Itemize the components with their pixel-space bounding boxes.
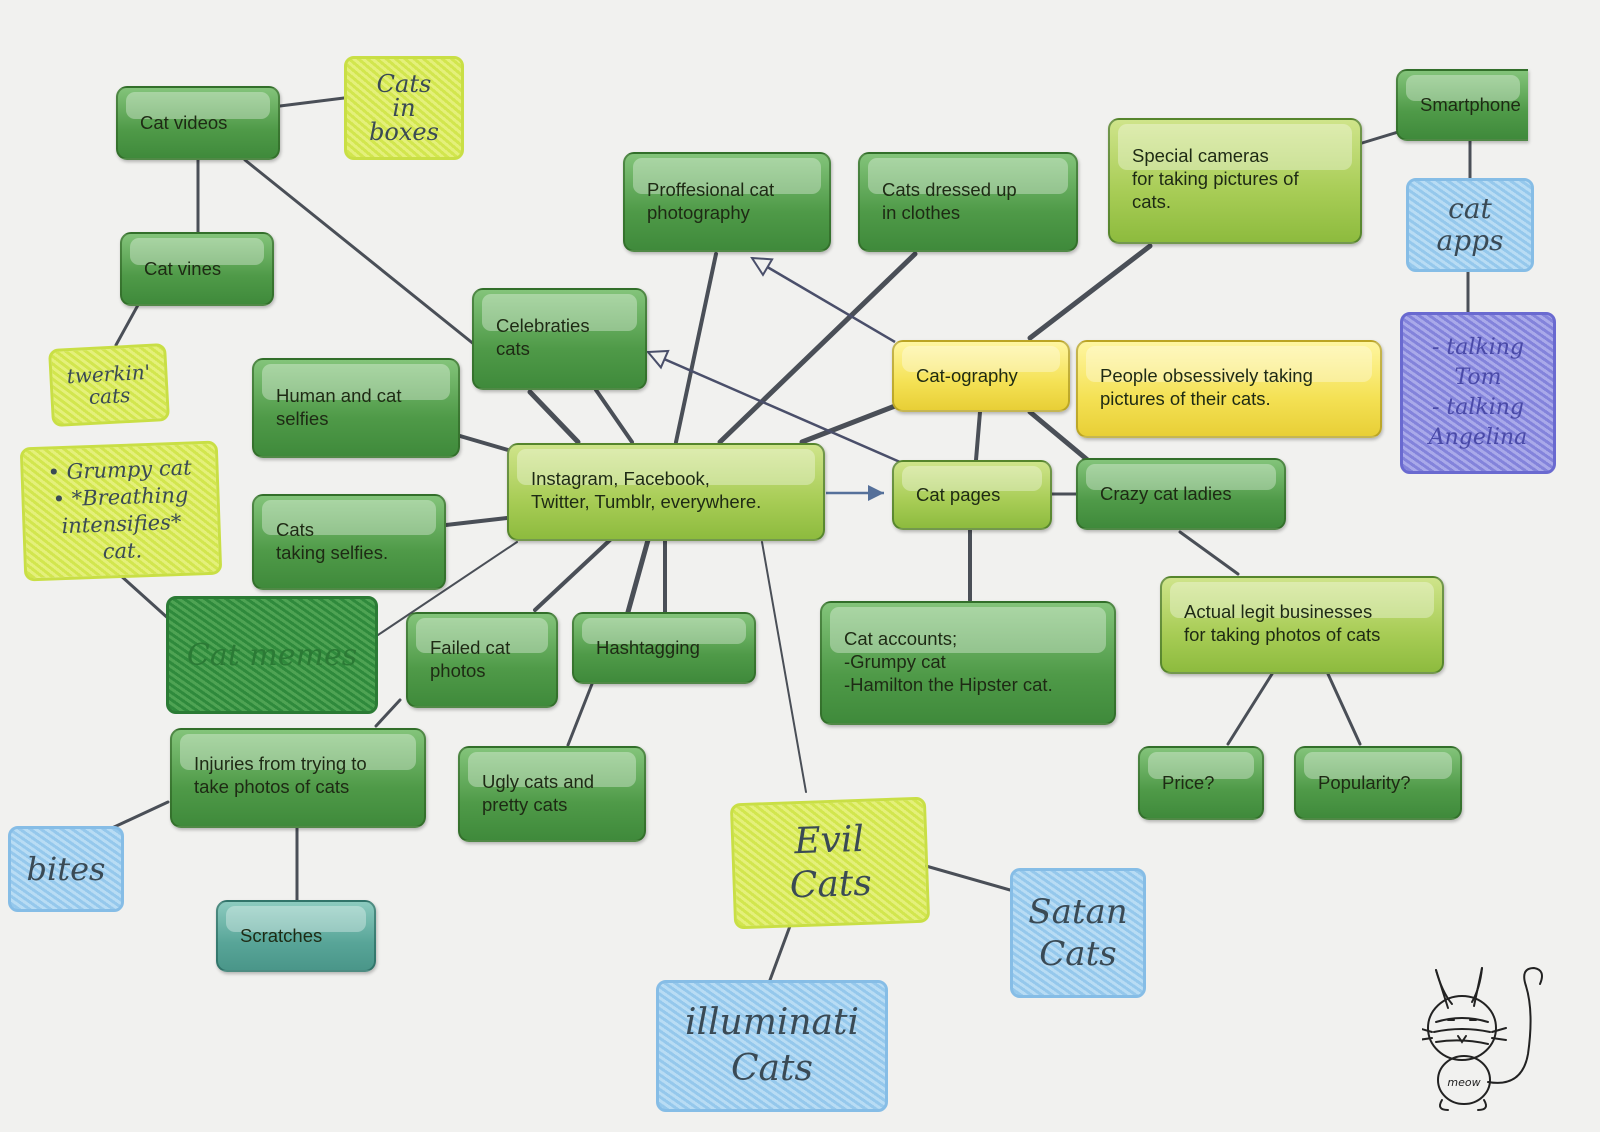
edge-grumpy-memes bbox=[118, 573, 172, 622]
node-social-platforms: Instagram, Facebook, Twitter, Tumblr, ev… bbox=[507, 443, 825, 541]
note-talking-tom-angelina: - talking Tom - talking Angelina bbox=[1400, 312, 1556, 474]
edge-memes-injuries bbox=[374, 698, 402, 728]
note-satan-cats: Satan Cats bbox=[1010, 868, 1146, 998]
node-cat-accounts: Cat accounts; -Grumpy cat -Hamilton the … bbox=[820, 601, 1116, 725]
note-bites-text: bites bbox=[26, 850, 106, 888]
node-cat-pages-label: Cat pages bbox=[916, 484, 1001, 505]
note-evil-cats-text: Evil Cats bbox=[789, 818, 873, 907]
note-illuminati-cats: illuminati Cats bbox=[656, 980, 888, 1112]
node-hashtagging-label: Hashtagging bbox=[596, 637, 700, 658]
edge-biz-price bbox=[1226, 672, 1274, 746]
node-price: Price? bbox=[1138, 746, 1264, 820]
edge-videos-boxes bbox=[278, 96, 346, 108]
note-bites: bites bbox=[8, 826, 124, 912]
note-twerkin-cats: twerkin' cats bbox=[48, 342, 170, 428]
node-human-cat-selfies-label: Human and cat selfies bbox=[276, 385, 402, 429]
edge-hub-dressed bbox=[717, 251, 918, 445]
edge-ladies-biz bbox=[1178, 530, 1240, 576]
node-popularity: Popularity? bbox=[1294, 746, 1462, 820]
node-cat-accounts-label: Cat accounts; -Grumpy cat -Hamilton the … bbox=[844, 628, 1053, 695]
node-legit-businesses-label: Actual legit businesses for taking photo… bbox=[1184, 601, 1381, 645]
edge-evil-illuminati bbox=[768, 924, 792, 982]
edge-hub-prof bbox=[674, 252, 718, 444]
edge-catog-ladies bbox=[1027, 409, 1093, 465]
node-crazy-cat-ladies: Crazy cat ladies bbox=[1076, 458, 1286, 530]
node-injuries-label: Injuries from trying to take photos of c… bbox=[194, 753, 367, 797]
edge-hashtag-ugly bbox=[566, 682, 594, 747]
note-satan-cats-text: Satan Cats bbox=[1028, 892, 1128, 974]
edge-hub-human bbox=[458, 434, 510, 452]
note-cat-apps-text: cat apps bbox=[1436, 192, 1504, 257]
cat-doodle-icon: meow bbox=[1422, 966, 1543, 1111]
edge-catog-cameras bbox=[1027, 243, 1153, 341]
node-popularity-label: Popularity? bbox=[1318, 772, 1411, 793]
edge-hub-failed bbox=[533, 538, 612, 612]
note-cats-in-boxes-text: Cats in boxes bbox=[369, 70, 439, 146]
node-legit-businesses: Actual legit businesses for taking photo… bbox=[1160, 576, 1444, 674]
edge-hub-celeb-a bbox=[527, 389, 581, 445]
node-failed-photos: Failed cat photos bbox=[406, 612, 558, 708]
note-grumpy-breathing: • Grumpy cat • *Breathing intensifies* c… bbox=[19, 440, 223, 582]
node-social-platforms-label: Instagram, Facebook, Twitter, Tumblr, ev… bbox=[531, 468, 762, 512]
node-special-cameras-label: Special cameras for taking pictures of c… bbox=[1132, 145, 1299, 212]
node-price-label: Price? bbox=[1162, 772, 1215, 793]
node-crazy-cat-ladies-label: Crazy cat ladies bbox=[1100, 483, 1232, 504]
edge-hub-evil bbox=[761, 541, 807, 793]
edge-injuries-bites bbox=[110, 800, 170, 830]
node-special-cameras: Special cameras for taking pictures of c… bbox=[1108, 118, 1362, 244]
node-human-cat-selfies: Human and cat selfies bbox=[252, 358, 460, 458]
edge-biz-popularity bbox=[1326, 672, 1362, 746]
note-talking-tom-angelina-text: - talking Tom - talking Angelina bbox=[1428, 335, 1528, 450]
node-professional-photography-label: Proffesional cat photography bbox=[647, 179, 775, 223]
note-grumpy-breathing-text: • Grumpy cat • *Breathing intensifies* c… bbox=[47, 455, 192, 564]
node-professional-photography: Proffesional cat photography bbox=[623, 152, 831, 252]
node-celebrity-cats-label: Celebraties cats bbox=[496, 315, 590, 359]
cat-doodle-meow: meow bbox=[1447, 1076, 1480, 1089]
node-cats-taking-selfies: Cats taking selfies. bbox=[252, 494, 446, 590]
node-injuries: Injuries from trying to take photos of c… bbox=[170, 728, 426, 828]
node-ugly-pretty-cats: Ugly cats and pretty cats bbox=[458, 746, 646, 842]
edge-hub-memes bbox=[377, 541, 518, 636]
note-cat-memes-text: Cat memes bbox=[186, 637, 358, 673]
node-smartphone-label: Smartphone bbox=[1420, 94, 1521, 115]
node-cat-videos-label: Cat videos bbox=[140, 112, 228, 133]
node-cats-dressed-label: Cats dressed up in clothes bbox=[882, 179, 1017, 223]
node-cat-ography: Cat-ography bbox=[892, 340, 1070, 412]
node-scratches: Scratches bbox=[216, 900, 376, 972]
node-definition: People obsessively taking pictures of th… bbox=[1076, 340, 1382, 438]
node-cat-pages: Cat pages bbox=[892, 460, 1052, 530]
note-cat-apps: cat apps bbox=[1406, 178, 1534, 272]
edge-hub-selfies bbox=[444, 516, 509, 527]
arrow-pages-to-celebrities bbox=[648, 352, 901, 464]
edge-hub-catography bbox=[799, 403, 898, 445]
note-illuminati-cats-text: illuminati Cats bbox=[684, 1002, 859, 1089]
note-twerkin-cats-text: twerkin' cats bbox=[66, 359, 151, 410]
node-cats-taking-selfies-label: Cats taking selfies. bbox=[276, 519, 389, 563]
node-cat-vines-label: Cat vines bbox=[144, 258, 222, 279]
edge-cameras-smartphone bbox=[1360, 130, 1400, 145]
note-cats-in-boxes: Cats in boxes bbox=[344, 56, 464, 160]
note-cat-memes: Cat memes bbox=[166, 596, 378, 714]
edge-vines-twerkin bbox=[114, 303, 140, 347]
node-cat-ography-label: Cat-ography bbox=[916, 365, 1018, 386]
node-cat-videos: Cat videos bbox=[116, 86, 280, 160]
arrow-catography-to-prof bbox=[752, 258, 896, 344]
note-evil-cats: Evil Cats bbox=[729, 796, 931, 930]
edge-hub-celeb-b bbox=[594, 388, 634, 444]
edge-videos-celeb bbox=[243, 158, 477, 347]
edge-hub-hashtag-a bbox=[625, 537, 651, 615]
edge-catog-pages bbox=[974, 410, 982, 462]
node-definition-label: People obsessively taking pictures of th… bbox=[1100, 365, 1313, 409]
node-cat-vines: Cat vines bbox=[120, 232, 274, 306]
node-scratches-label: Scratches bbox=[240, 925, 323, 946]
node-celebrity-cats: Celebraties cats bbox=[472, 288, 647, 390]
node-cats-dressed: Cats dressed up in clothes bbox=[858, 152, 1078, 252]
node-failed-photos-label: Failed cat photos bbox=[430, 637, 511, 681]
edge-evil-satan bbox=[924, 864, 1012, 892]
node-hashtagging: Hashtagging bbox=[572, 612, 756, 684]
node-ugly-pretty-cats-label: Ugly cats and pretty cats bbox=[482, 771, 595, 815]
node-smartphone: Smartphone bbox=[1396, 69, 1528, 141]
